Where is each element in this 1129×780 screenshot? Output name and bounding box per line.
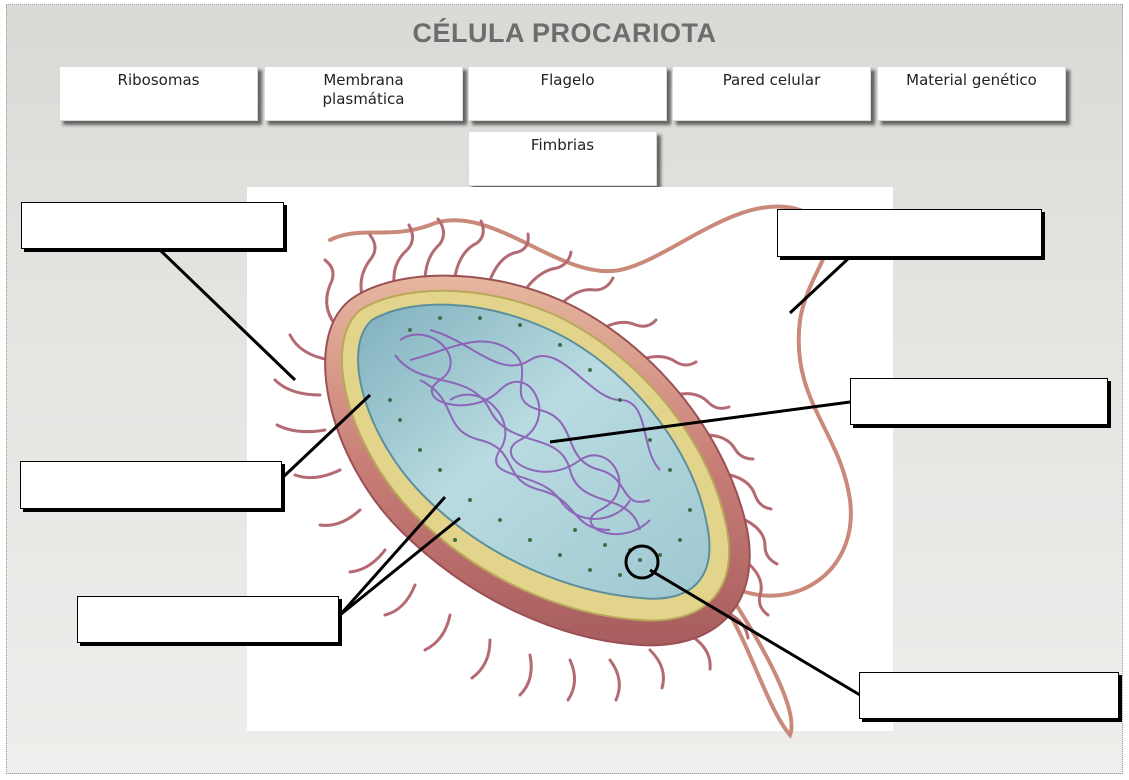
dropzone-bottom-left[interactable] [77, 596, 339, 643]
dropzone-bottom-right[interactable] [859, 672, 1119, 719]
dropzone-top-left[interactable] [21, 202, 284, 249]
dropzone-top-right[interactable] [777, 209, 1042, 257]
dropzone-mid-right[interactable] [850, 378, 1108, 425]
dropzone-mid-left[interactable] [20, 461, 282, 509]
